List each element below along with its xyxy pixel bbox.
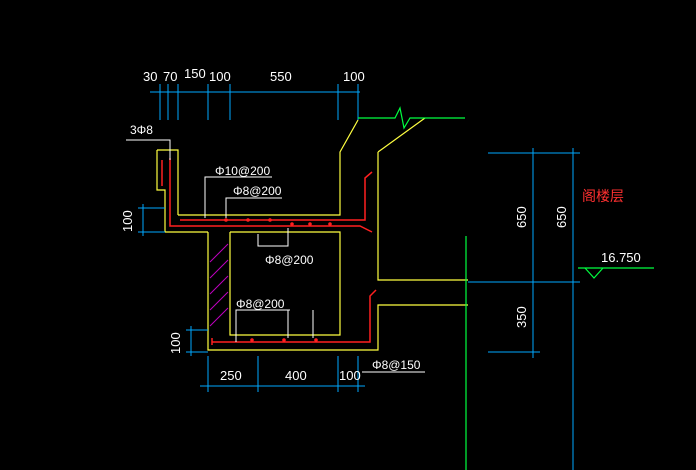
rebar-dots [224,218,332,342]
label-top-bar: 3Φ8 [130,123,153,137]
dim-right-650-a: 650 [514,206,529,228]
dim-top-550: 550 [270,69,292,84]
green-lines [358,106,654,470]
rebar [161,158,377,345]
leader-lines [126,139,425,373]
label-slab-mid: Φ8@200 [233,184,282,198]
dim-top-30: 30 [143,69,157,84]
label-lower-slab: Φ8@200 [236,297,285,311]
dim-bottom-100: 100 [339,368,361,383]
top-dimension-chain [150,84,360,120]
level-label: 阁楼层 [582,188,624,204]
left-dimension-lines [138,204,208,356]
dim-bottom-250: 250 [220,368,242,383]
dim-top-100: 100 [209,69,231,84]
dim-bottom-400: 400 [285,368,307,383]
top-dimension-texts: 30 70 150 100 550 100 [143,66,365,84]
dim-top-100-right: 100 [343,69,365,84]
label-bottom-right: Φ8@150 [372,358,421,372]
dim-top-70: 70 [163,69,177,84]
dim-left-100-top: 100 [120,210,135,232]
dim-top-150: 150 [184,66,206,81]
bottom-dimension-lines [200,356,365,392]
wall-hatch [209,243,229,327]
dim-left-100-bottom: 100 [168,332,183,354]
right-dimension-lines [468,148,580,470]
label-slab-top: Φ10@200 [215,164,270,178]
concrete-outline [156,117,468,351]
rebar-label-texts: 3Φ8 Φ10@200 Φ8@200 Φ8@200 Φ8@200 Φ8@150 [130,123,421,372]
elevation-value: 16.750 [601,250,641,265]
label-slab-below: Φ8@200 [265,253,314,267]
dim-right-650-b: 650 [554,206,569,228]
dim-right-350: 350 [514,306,529,328]
